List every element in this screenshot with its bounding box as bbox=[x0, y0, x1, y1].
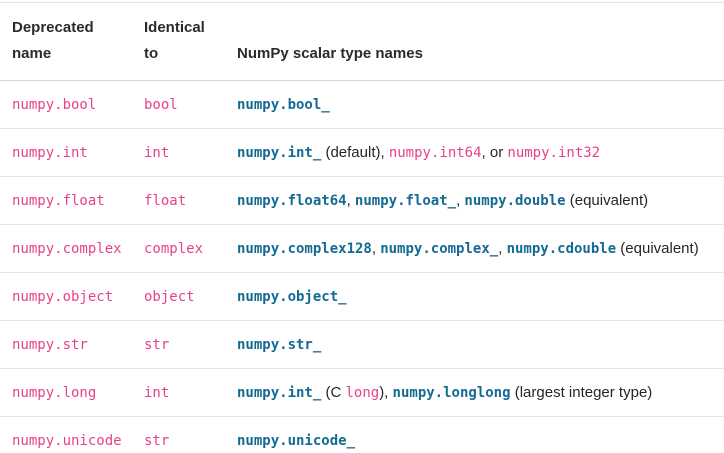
cell-deprecated-name: numpy.str bbox=[0, 320, 132, 369]
cell-scalar-type-names: numpy.bool_ bbox=[225, 80, 724, 129]
plain-text: (equivalent) bbox=[616, 240, 699, 257]
table-row: numpy.complex complex numpy.complex128, nu… bbox=[0, 224, 724, 273]
numpy-type-link[interactable]: numpy.double bbox=[464, 193, 566, 209]
numpy-type-link[interactable]: numpy.float64 bbox=[237, 193, 347, 209]
cell-scalar-type-names: numpy.complex128, numpy.complex_, numpy.… bbox=[225, 224, 724, 273]
plain-text: (default), bbox=[321, 144, 389, 161]
numpy-type-link[interactable]: numpy.longlong bbox=[392, 385, 511, 401]
cell-deprecated-name: numpy.bool bbox=[0, 80, 132, 129]
table-row: numpy.bool bool numpy.bool_ bbox=[0, 80, 724, 129]
cell-identical-to: str bbox=[132, 320, 225, 369]
cell-identical-to: float bbox=[132, 176, 225, 225]
inline-code: numpy.int bbox=[12, 145, 88, 161]
column-header-scalar-type-names: NumPy scalar type names bbox=[225, 2, 724, 81]
cell-deprecated-name: numpy.object bbox=[0, 272, 132, 321]
table-row: numpy.object object numpy.object_ bbox=[0, 272, 724, 321]
plain-text: (largest integer type) bbox=[510, 384, 653, 401]
cell-scalar-type-names: numpy.int_ (C long), numpy.longlong (lar… bbox=[225, 368, 724, 417]
inline-code: int bbox=[144, 385, 170, 401]
cell-identical-to: int bbox=[132, 368, 225, 417]
inline-code: numpy.str bbox=[12, 337, 88, 353]
inline-code: str bbox=[144, 433, 170, 449]
numpy-type-link[interactable]: numpy.str_ bbox=[237, 337, 322, 353]
cell-scalar-type-names: numpy.str_ bbox=[225, 320, 724, 369]
cell-deprecated-name: numpy.complex bbox=[0, 224, 132, 273]
inline-code: numpy.float bbox=[12, 193, 105, 209]
plain-text: , bbox=[346, 192, 355, 209]
table-row: numpy.float float numpy.float64, numpy.flo… bbox=[0, 176, 724, 225]
inline-code: float bbox=[144, 193, 187, 209]
numpy-type-link[interactable]: numpy.int_ bbox=[237, 385, 322, 401]
cell-identical-to: complex bbox=[132, 224, 225, 273]
cell-identical-to: int bbox=[132, 128, 225, 177]
plain-text: ), bbox=[379, 384, 393, 401]
cell-identical-to: object bbox=[132, 272, 225, 321]
inline-code: bool bbox=[144, 97, 178, 113]
table-header: Deprecated name Identical to NumPy scala… bbox=[0, 2, 724, 81]
cell-deprecated-name: numpy.float bbox=[0, 176, 132, 225]
cell-deprecated-name: numpy.long bbox=[0, 368, 132, 417]
column-header-identical-to: Identical to bbox=[132, 2, 225, 81]
header-row: Deprecated name Identical to NumPy scala… bbox=[0, 2, 724, 81]
inline-code: numpy.long bbox=[12, 385, 97, 401]
inline-code: numpy.object bbox=[12, 289, 114, 305]
table-row: numpy.unicode str numpy.unicode_ bbox=[0, 417, 724, 453]
inline-code: int bbox=[144, 145, 170, 161]
cell-deprecated-name: numpy.unicode bbox=[0, 417, 132, 453]
cell-deprecated-name: numpy.int bbox=[0, 128, 132, 177]
numpy-type-link[interactable]: numpy.unicode_ bbox=[237, 433, 356, 449]
table-row: numpy.int int numpy.int_ (default), numpy.… bbox=[0, 128, 724, 177]
numpy-type-link[interactable]: numpy.int_ bbox=[237, 145, 322, 161]
numpy-type-link[interactable]: numpy.object_ bbox=[237, 289, 347, 305]
inline-code: str bbox=[144, 337, 170, 353]
numpy-type-link[interactable]: numpy.complex128 bbox=[237, 241, 372, 257]
table-row: numpy.long int numpy.int_ (C long), numpy.… bbox=[0, 368, 724, 417]
inline-code: numpy.int64 bbox=[388, 145, 482, 161]
inline-code: numpy.bool bbox=[12, 97, 97, 113]
table-row: numpy.str str numpy.str_ bbox=[0, 320, 724, 369]
numpy-type-link[interactable]: numpy.float_ bbox=[354, 193, 457, 209]
plain-text: , bbox=[498, 240, 507, 257]
plain-text: (C bbox=[321, 384, 346, 401]
inline-code: object bbox=[144, 289, 195, 305]
plain-text: , bbox=[371, 240, 381, 257]
cell-scalar-type-names: numpy.int_ (default), numpy.int64, or nu… bbox=[225, 128, 724, 177]
plain-text: , bbox=[456, 192, 465, 209]
cell-scalar-type-names: numpy.object_ bbox=[225, 272, 724, 321]
inline-code: long bbox=[345, 385, 380, 401]
numpy-type-link[interactable]: numpy.complex_ bbox=[380, 241, 499, 257]
cell-identical-to: bool bbox=[132, 80, 225, 129]
inline-code: numpy.unicode bbox=[12, 433, 122, 449]
inline-code: complex bbox=[144, 241, 204, 257]
column-header-deprecated-name: Deprecated name bbox=[0, 2, 132, 81]
plain-text: (equivalent) bbox=[565, 192, 649, 209]
numpy-type-link[interactable]: numpy.bool_ bbox=[237, 97, 330, 113]
plain-text: , or bbox=[481, 144, 508, 161]
cell-identical-to: str bbox=[132, 417, 225, 453]
inline-code: numpy.int32 bbox=[507, 145, 601, 161]
cell-scalar-type-names: numpy.float64, numpy.float_, numpy.doubl… bbox=[225, 176, 724, 225]
inline-code: numpy.complex bbox=[12, 241, 122, 257]
cell-scalar-type-names: numpy.unicode_ bbox=[225, 417, 724, 453]
numpy-type-link[interactable]: numpy.cdouble bbox=[506, 241, 617, 257]
